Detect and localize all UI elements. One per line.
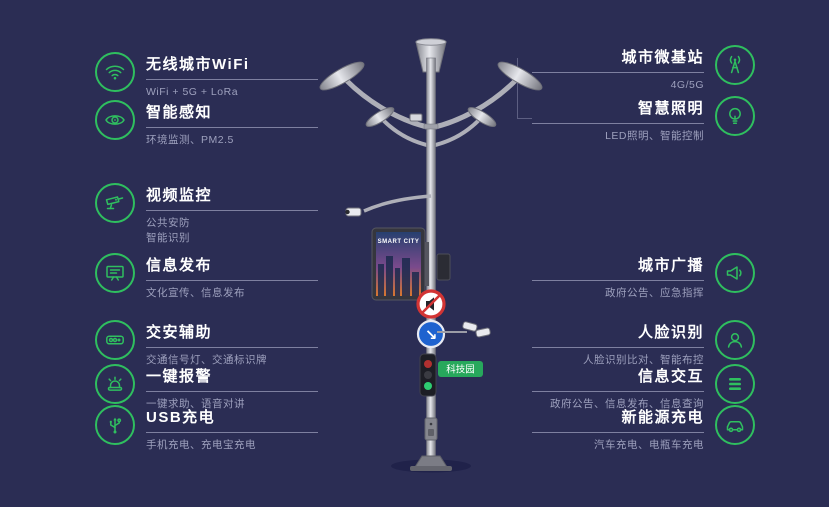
feature-title: 视频监控 — [146, 184, 318, 211]
base-station-icon — [715, 45, 755, 85]
feature-title: USB充电 — [146, 406, 318, 433]
feature-subtitle: 汽车充电、电瓶车充电 — [594, 439, 704, 451]
equipment-box — [436, 253, 451, 281]
feature-subtitle: 政府公告、信息发布、信息查询 — [550, 398, 704, 410]
broadcast-icon — [715, 253, 755, 293]
cctv-camera — [345, 194, 432, 217]
environment-sensor — [409, 113, 423, 122]
display-icon — [95, 253, 135, 293]
tech-park-label: 科技园 — [446, 364, 475, 376]
feature-subtitle: LED照明、智能控制 — [605, 130, 704, 142]
feature-subtitle: 政府公告、应急指挥 — [605, 287, 704, 299]
top-luminaire — [415, 38, 447, 73]
pole-collar — [423, 123, 439, 130]
feature-info-interaction: 信息交互 政府公告、信息发布、信息查询 — [532, 364, 755, 412]
interaction-icon — [715, 364, 755, 404]
feature-title: 新能源充电 — [532, 406, 704, 433]
feature-title: 智能感知 — [146, 101, 318, 128]
dual-camera — [437, 321, 491, 338]
feature-usb-charging: USB充电 手机充电、充电宝充电 — [95, 405, 318, 453]
feature-title: 人脸识别 — [532, 321, 704, 348]
wifi-icon — [95, 52, 135, 92]
feature-subtitle: 人脸识别比对、智能布控 — [583, 354, 704, 366]
direction-sign: ↘ — [416, 319, 446, 349]
feature-title: 智慧照明 — [532, 97, 704, 124]
tech-park-tag: 科技园 — [438, 361, 483, 377]
feature-smart-perception: 智能感知 环境监测、PM2.5 — [95, 100, 318, 148]
pole-base — [410, 455, 452, 471]
feature-micro-base-station: 城市微基站 4G/5G — [532, 45, 755, 93]
direction-arrow: ↘ — [425, 327, 438, 344]
led-screen: SMART CITY — [371, 227, 429, 301]
feature-smart-lighting: 智慧照明 LED照明、智能控制 — [532, 96, 755, 144]
lamp-head-right — [497, 61, 543, 91]
feature-title: 信息交互 — [532, 365, 704, 392]
ev-charging-icon — [715, 405, 755, 445]
smart-pole-illustration: SMART CITY ↘ — [300, 28, 560, 478]
feature-subtitle: WiFi + 5G + LoRa — [146, 86, 239, 98]
lamp-head-right-small — [467, 107, 497, 127]
feature-wireless-wifi: 无线城市WiFi WiFi + 5G + LoRa — [95, 52, 318, 100]
feature-title: 城市广播 — [532, 254, 704, 281]
feature-title: 一键报警 — [146, 365, 318, 392]
feature-title: 信息发布 — [146, 254, 318, 281]
feature-subtitle: 文化宣传、信息发布 — [146, 287, 245, 299]
alarm-icon — [95, 364, 135, 404]
feature-video-surveillance: 视频监控 公共安防 智能识别 — [95, 183, 318, 246]
screen-title: SMART CITY — [378, 239, 420, 245]
feature-subtitle: 环境监测、PM2.5 — [146, 134, 234, 146]
feature-one-key-alarm: 一键报警 一键求助、语音对讲 — [95, 364, 318, 412]
feature-title: 交安辅助 — [146, 321, 318, 348]
feature-title: 无线城市WiFi — [146, 53, 318, 80]
perception-icon — [95, 100, 135, 140]
cctv-icon — [95, 183, 135, 223]
no-horn-sign — [416, 289, 446, 319]
feature-subtitle: 4G/5G — [670, 79, 704, 91]
traffic-light — [419, 353, 437, 397]
feature-traffic-assist: 交安辅助 交通信号灯、交通标识牌 — [95, 320, 318, 368]
charging-panel — [424, 417, 438, 441]
lamp-head-left — [319, 61, 365, 91]
traffic-signal-icon — [95, 320, 135, 360]
feature-subtitle: 手机充电、充电宝充电 — [146, 439, 256, 451]
feature-city-broadcast: 城市广播 政府公告、应急指挥 — [532, 253, 755, 301]
feature-ev-charging: 新能源充电 汽车充电、电瓶车充电 — [532, 405, 755, 453]
lamp-head-left-small — [365, 107, 395, 127]
lighting-icon — [715, 96, 755, 136]
feature-face-recognition: 人脸识别 人脸识别比对、智能布控 — [532, 320, 755, 368]
face-recognition-icon — [715, 320, 755, 360]
feature-subtitle: 一键求助、语音对讲 — [146, 398, 245, 410]
feature-subtitle: 公共安防 智能识别 — [146, 217, 190, 245]
feature-title: 城市微基站 — [532, 46, 704, 73]
connector-line-vertical — [517, 58, 518, 118]
feature-info-release: 信息发布 文化宣传、信息发布 — [95, 253, 318, 301]
usb-icon — [95, 405, 135, 445]
feature-subtitle: 交通信号灯、交通标识牌 — [146, 354, 267, 366]
connector-line-horizontal — [517, 118, 532, 119]
